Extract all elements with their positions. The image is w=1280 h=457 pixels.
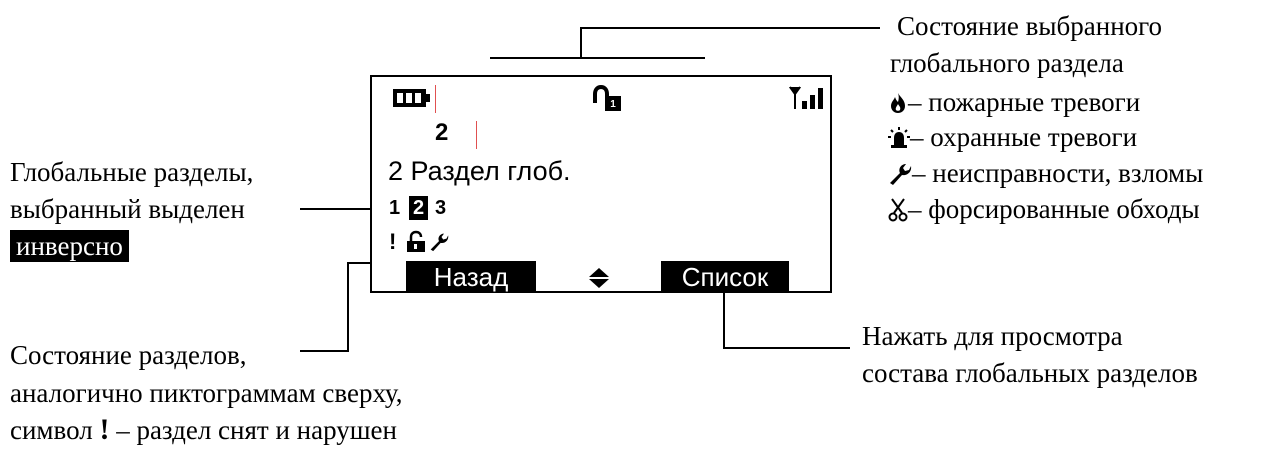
state-label-line1: Состояние разделов, <box>10 340 247 370</box>
small-unlocked-lock-icon <box>407 230 425 252</box>
selected-state-title-line2: глобального раздела <box>890 48 1124 78</box>
list-hint-line2: состава глобальных разделов <box>862 358 1198 388</box>
unlocked-lock-icon <box>593 84 621 111</box>
scissors-icon <box>888 198 908 222</box>
back-button[interactable]: Назад <box>406 261 536 293</box>
state-label-line3: символ ! – раздел снят и нарушен <box>10 413 397 446</box>
list-hint-line1: Нажать для просмотра <box>862 321 1123 351</box>
connector-state-horizontal <box>347 262 387 264</box>
inverse-label: инверсно <box>10 230 129 262</box>
connector-state-foot <box>300 350 349 352</box>
state-label-line2: аналогично пиктограммам сверху, <box>10 378 403 408</box>
partitions-label-line2: выбранный выделен <box>10 194 245 224</box>
signal-strength-icon <box>789 86 823 109</box>
small-wrench-icon <box>430 233 449 252</box>
partition-3[interactable]: 3 <box>435 197 447 219</box>
fire-icon <box>891 93 905 113</box>
siren-icon <box>888 127 910 148</box>
partition-number: 2 <box>435 119 449 146</box>
battery-icon <box>393 89 430 107</box>
cursor-mark-2 <box>476 121 477 149</box>
connector-top-right <box>580 27 880 29</box>
up-down-arrows-icon[interactable] <box>588 267 610 289</box>
device-screen: 1 2 2 Раздел глоб. 1 2 3 ! Назад Список <box>370 75 832 293</box>
connector-left <box>300 208 378 210</box>
legend-fire: – пожарные тревоги <box>888 86 1140 118</box>
partition-2-selected[interactable]: 2 <box>409 196 429 220</box>
partition-1[interactable]: 1 <box>389 197 401 219</box>
wrench-icon <box>890 164 912 185</box>
cursor-mark <box>435 85 436 113</box>
legend-siren: – охранные тревоги <box>888 121 1137 153</box>
partitions-label-line1: Глобальные разделы, <box>10 157 254 187</box>
exclamation-symbol: ! <box>389 229 397 254</box>
screen-title: 2 Раздел глоб. <box>388 156 571 186</box>
connector-top-horizontal <box>490 57 705 59</box>
list-button[interactable]: Список <box>661 261 789 293</box>
connector-list-horizontal <box>723 347 850 349</box>
connector-top-vertical <box>580 27 582 58</box>
legend-scissors: – форсированные обходы <box>888 193 1200 225</box>
selected-state-title-line1: Состояние выбранного <box>897 11 1163 41</box>
connector-list-vertical <box>723 293 725 349</box>
connector-state-vertical <box>347 262 349 352</box>
legend-wrench: – неисправности, взломы <box>888 157 1203 189</box>
lock-badge: 1 <box>610 99 616 110</box>
